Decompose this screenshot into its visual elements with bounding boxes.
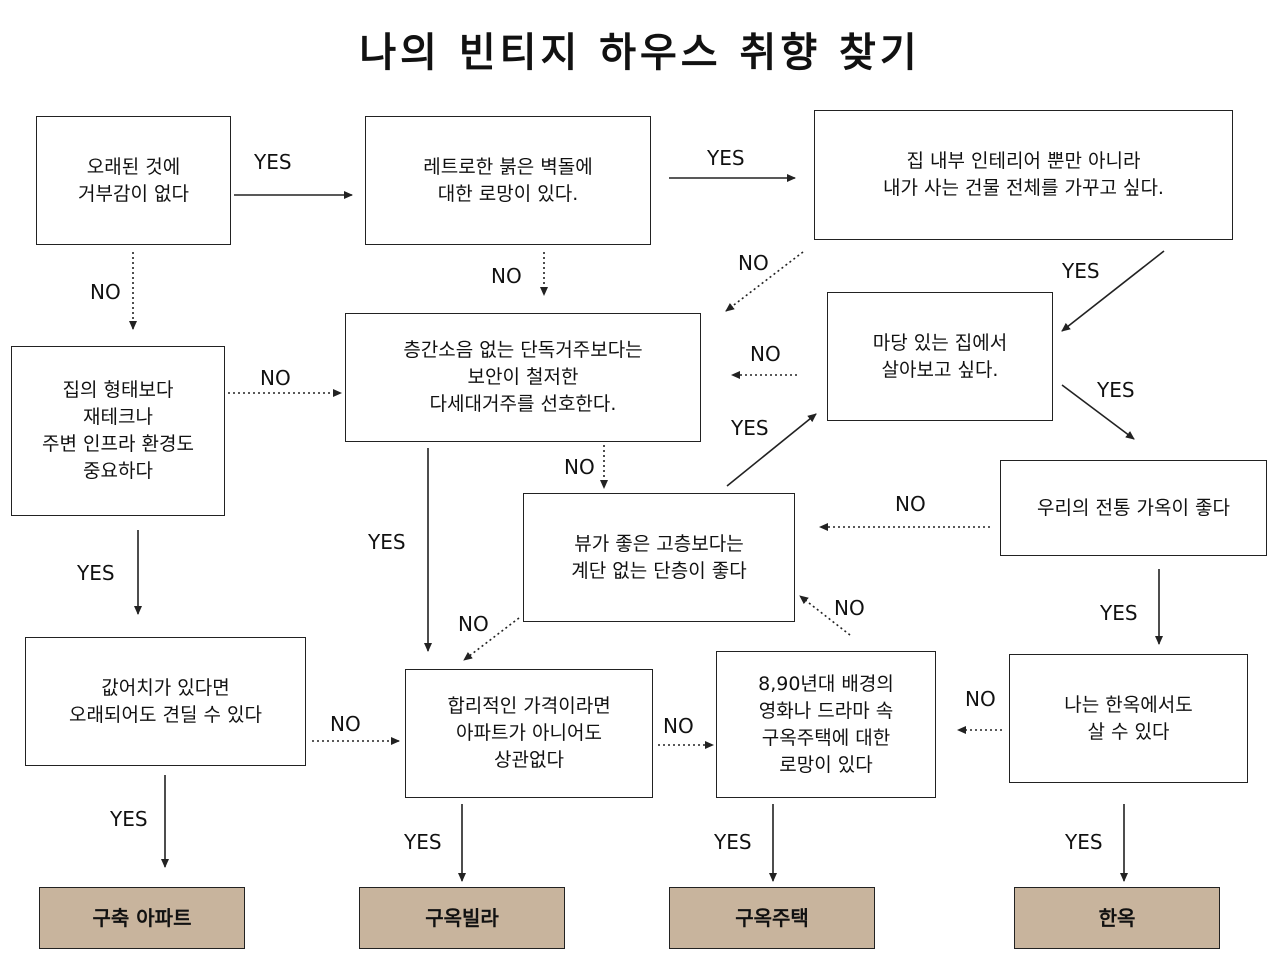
result-old-villa: 구옥빌라 xyxy=(359,887,565,949)
result-old-house: 구옥주택 xyxy=(669,887,875,949)
edge-q11-q8-no xyxy=(799,595,851,636)
label-yes-q4-q9: YES xyxy=(77,561,115,585)
node-q8: 뷰가 좋은 고층보다는 계단 없는 단층이 좋다 xyxy=(523,493,795,622)
node-q2: 레트로한 붉은 벽돌에 대한 로망이 있다. xyxy=(365,116,651,245)
label-no-q11-q8: NO xyxy=(834,596,865,620)
label-yes-q5-q10: YES xyxy=(368,530,406,554)
label-yes-q12-r4: YES xyxy=(1065,830,1103,854)
label-no-q10-q11: NO xyxy=(663,714,694,738)
node-q10: 합리적인 가격이라면 아파트가 아니어도 상관없다 xyxy=(405,669,653,798)
edge-q3-q5-no xyxy=(725,251,804,312)
label-yes-q8-q6: YES xyxy=(731,416,769,440)
node-q7: 우리의 전통 가옥이 좋다 xyxy=(1000,460,1267,556)
node-q6: 마당 있는 집에서 살아보고 싶다. xyxy=(827,292,1053,421)
label-yes-q2-q3: YES xyxy=(707,146,745,170)
edge-q6-q7-yes xyxy=(1061,384,1135,440)
node-q4: 집의 형태보다 재테크나 주변 인프라 환경도 중요하다 xyxy=(11,346,225,516)
label-no-q7-q8: NO xyxy=(895,492,926,516)
result-new-apartment: 구축 아파트 xyxy=(39,887,245,949)
label-no-q8-q10: NO xyxy=(458,612,489,636)
label-no-q6-q5: NO xyxy=(750,342,781,366)
edge-q3-q6-yes xyxy=(1061,250,1165,332)
label-yes-q9-r1: YES xyxy=(110,807,148,831)
label-yes-q7-q12: YES xyxy=(1100,601,1138,625)
label-no-q5-q8: NO xyxy=(564,455,595,479)
node-q12: 나는 한옥에서도 살 수 있다 xyxy=(1009,654,1248,783)
node-q3: 집 내부 인테리어 뿐만 아니라 내가 사는 건물 전체를 가꾸고 싶다. xyxy=(814,110,1233,240)
page-title: 나의 빈티지 하우스 취향 찾기 xyxy=(359,30,921,76)
label-yes-q11-r3: YES xyxy=(714,830,752,854)
label-no-q12-q11: NO xyxy=(965,687,996,711)
node-q1: 오래된 것에 거부감이 없다 xyxy=(36,116,231,245)
label-no-q1-q4: NO xyxy=(90,280,121,304)
label-yes-q6-q7: YES xyxy=(1097,378,1135,402)
node-q9: 값어치가 있다면 오래되어도 견딜 수 있다 xyxy=(25,637,306,766)
node-q5: 층간소음 없는 단독거주보다는 보안이 철저한 다세대거주를 선호한다. xyxy=(345,313,701,442)
edge-q8-q10-no xyxy=(463,617,520,661)
label-no-q9-q10: NO xyxy=(330,712,361,736)
label-yes-q1-q2: YES xyxy=(254,150,292,174)
edge-q8-q6-yes xyxy=(726,413,817,487)
result-hanok: 한옥 xyxy=(1014,887,1220,949)
label-no-q3-q5: NO xyxy=(738,251,769,275)
label-no-q4-q5: NO xyxy=(260,366,291,390)
node-q11: 8,90년대 배경의 영화나 드라마 속 구옥주택에 대한 로망이 있다 xyxy=(716,651,936,798)
label-yes-q10-r2: YES xyxy=(404,830,442,854)
label-yes-q3-q6: YES xyxy=(1062,259,1100,283)
label-no-q2-q5: NO xyxy=(491,264,522,288)
